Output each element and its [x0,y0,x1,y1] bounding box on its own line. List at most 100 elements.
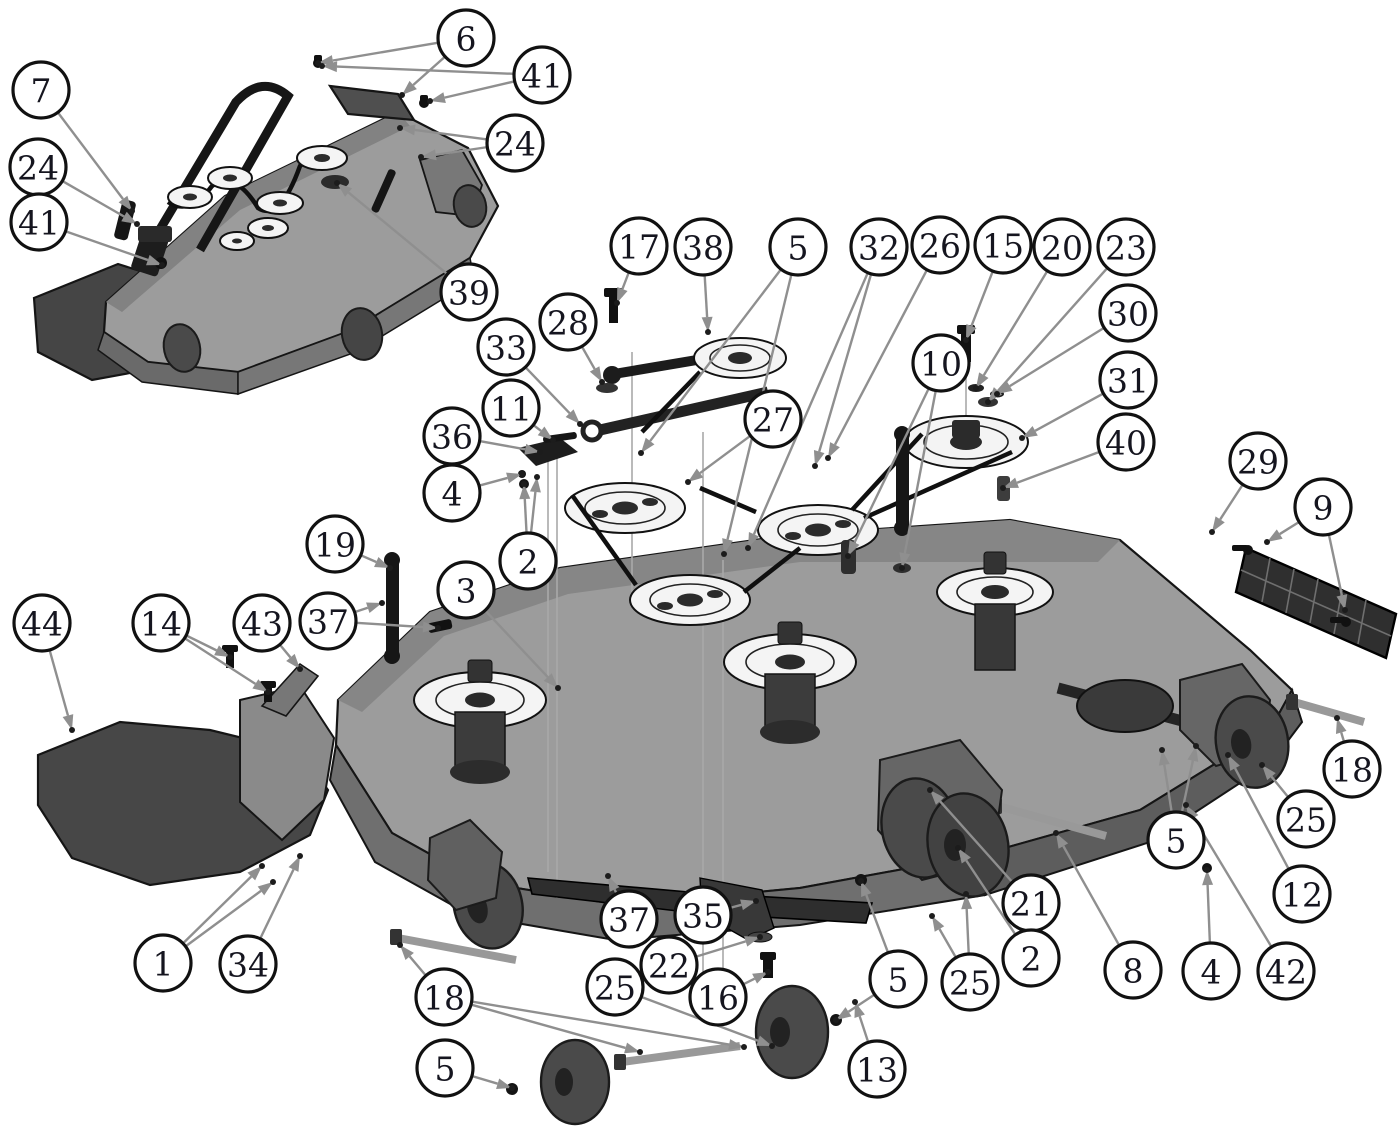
callout-number: 18 [1331,751,1373,790]
hardware-point [555,685,561,691]
callout-20: 20 [1032,217,1092,277]
callout-17: 17 [609,216,669,276]
hardware-point [1334,715,1340,721]
callout-4: 4 [1181,941,1241,1001]
leader-line [1233,767,1290,870]
callout-9: 9 [1293,477,1353,537]
small-deck-wheel-front [162,323,202,373]
leader-line [997,267,1109,392]
leader-line [1219,483,1244,521]
hardware-point [319,63,325,69]
leader-lines [48,41,1348,1091]
leader-arrowhead [421,149,437,161]
callout-number: 25 [1285,801,1327,840]
callout-15: 15 [973,215,1033,275]
callout-number: 24 [17,149,59,188]
callout-37: 37 [599,889,659,949]
callout-circle [1096,217,1156,277]
leader-line [1279,520,1300,536]
leader-line [1009,326,1105,388]
callout-circle [1146,810,1206,870]
leader-line [965,859,1017,936]
callout-number: 37 [307,603,349,642]
leader-line [529,491,537,534]
leader-arrowhead [430,92,446,103]
callout-number: 14 [140,605,182,644]
callout-circle [1032,217,1092,277]
callout-5: 5 [868,949,928,1009]
leader-arrowhead [744,936,760,947]
tension-spring [598,386,770,436]
callout-number: 4 [442,475,463,514]
hardware-point [1225,752,1231,758]
leader-line [970,270,994,327]
hardware-point [1259,762,1265,768]
chute-arm [260,662,320,717]
callout-number: 22 [648,947,690,986]
callout-number: 21 [1010,885,1052,924]
leader-arrowhead [608,876,620,892]
callout-39: 39 [439,262,499,322]
callout-2: 2 [498,531,558,591]
leader-line [471,1074,498,1085]
callout-circle [476,317,536,377]
hardware-point [833,1017,839,1023]
leader-line [847,993,876,1013]
hardware-point [963,337,969,343]
callout-5: 5 [415,1038,475,1098]
hardware-point [1209,529,1215,535]
callout-number: 28 [547,304,589,343]
callout-number: 4 [1201,953,1222,992]
callout-19: 19 [305,514,365,574]
hardware-point [852,999,858,1005]
callout-number: 41 [18,204,60,243]
callout-number: 6 [456,20,477,59]
callout-23: 23 [1096,217,1156,277]
callout-circle [1098,283,1158,343]
leader-arrowhead [813,450,825,466]
leader-arrowhead [337,183,353,197]
callout-1: 1 [133,933,193,993]
callout-26: 26 [910,215,970,275]
leader-arrowhead [506,472,522,484]
callout-25: 25 [1276,789,1336,849]
leader-line [649,268,782,442]
leader-line [903,390,937,554]
hardware-point [435,625,441,631]
callout-number: 43 [241,605,283,644]
hardware-point [605,873,611,879]
hardware-point [1000,485,1006,491]
callout-circle [599,889,659,949]
callout-circle [1181,941,1241,1001]
lift-link-right [896,430,909,532]
leader-line [1016,450,1101,484]
callout-number: 8 [1123,952,1144,991]
leader-line [1163,764,1173,813]
hardware-point [927,787,933,793]
leader-arrowhead [214,645,230,657]
pulley-left [564,482,686,534]
leader-line [278,643,292,659]
callout-14: 14 [131,593,191,653]
leader-arrowhead [728,1039,744,1050]
hardware-point [259,863,265,869]
hardware-point [1159,747,1165,753]
leader-line [695,940,747,958]
leader-line [414,128,488,141]
hardware-point [973,385,979,391]
leader-arrowhead [257,882,273,896]
leader-arrowhead [589,366,602,382]
hardware-point [637,1049,643,1055]
callout-circle [639,935,699,995]
callout-number: 37 [608,901,650,940]
callout-43: 43 [232,593,292,653]
callout-32: 32 [849,217,909,277]
callout-21: 21 [1001,873,1061,933]
leader-arrowhead [966,324,977,340]
hardware-point [721,551,727,557]
callout-37: 37 [298,591,358,651]
callout-number: 36 [431,418,473,457]
